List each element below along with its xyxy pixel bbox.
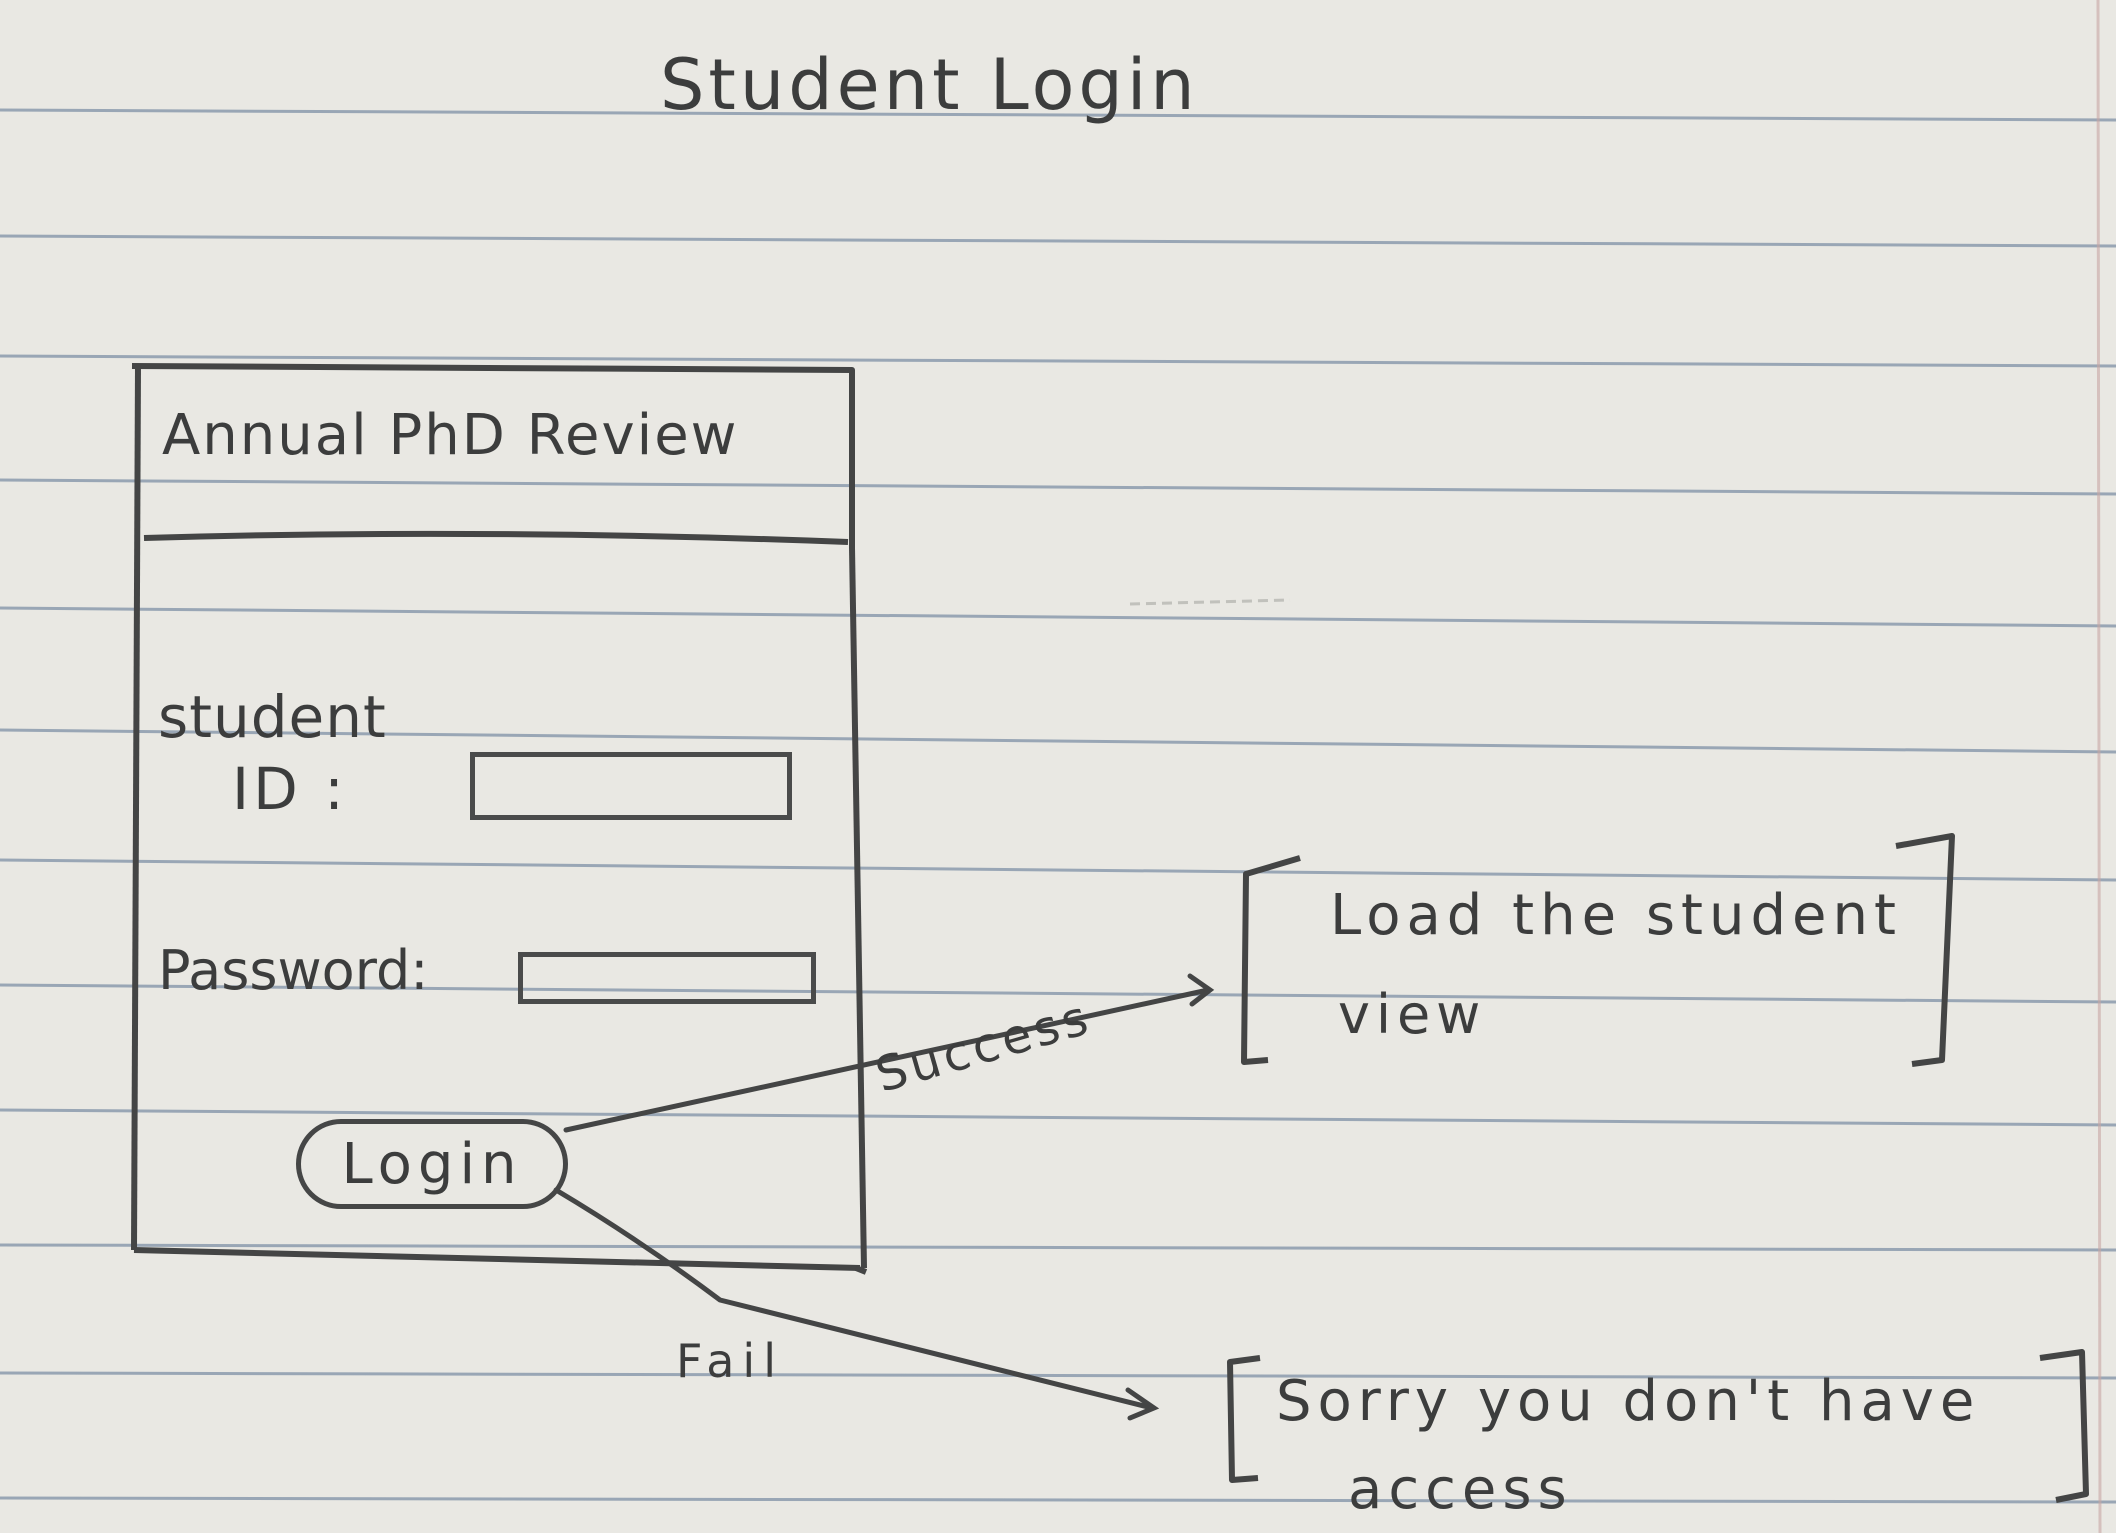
password-input[interactable] [518, 952, 816, 1004]
success-bracket [1241, 833, 1955, 1067]
success-result-text-continued: view [1338, 983, 1487, 1046]
page-title: Student Login [660, 44, 1199, 126]
fail-bracket [1227, 1349, 2089, 1503]
ruled-line [0, 1496, 2116, 1504]
success-result-text: Load the student [1330, 883, 1902, 948]
ruled-line [0, 1108, 2116, 1127]
fail-edge-label: Fail [676, 1334, 784, 1388]
ruled-line [0, 234, 2116, 248]
fail-arrow [553, 1187, 1160, 1421]
ruled-line [0, 354, 2116, 368]
fail-result-text: Sorry you don't have [1276, 1369, 1981, 1434]
login-button[interactable]: Login [296, 1119, 568, 1209]
margin-line [2096, 0, 2102, 1533]
form-app-title: Annual PhD Review [162, 403, 739, 468]
header-divider [143, 530, 849, 545]
fail-result-text-continued: access [1348, 1457, 1573, 1522]
login-form-frame [131, 363, 868, 1275]
ruled-line [0, 478, 2116, 496]
ruled-lines [0, 108, 2116, 1504]
smudge [1129, 598, 1291, 606]
ruled-line [0, 1243, 2116, 1252]
student-id-label: student [158, 683, 387, 751]
ruled-line [0, 983, 2116, 1004]
ruled-line [0, 728, 2116, 754]
success-arrow [563, 973, 1215, 1133]
student-id-input[interactable] [470, 752, 792, 820]
student-id-label-suffix: ID : [232, 755, 348, 823]
ruled-line [0, 108, 2116, 122]
ruled-line [0, 606, 2116, 628]
password-label: Password: [158, 939, 429, 1002]
ruled-line [0, 1371, 2116, 1380]
ruled-line [0, 858, 2116, 882]
